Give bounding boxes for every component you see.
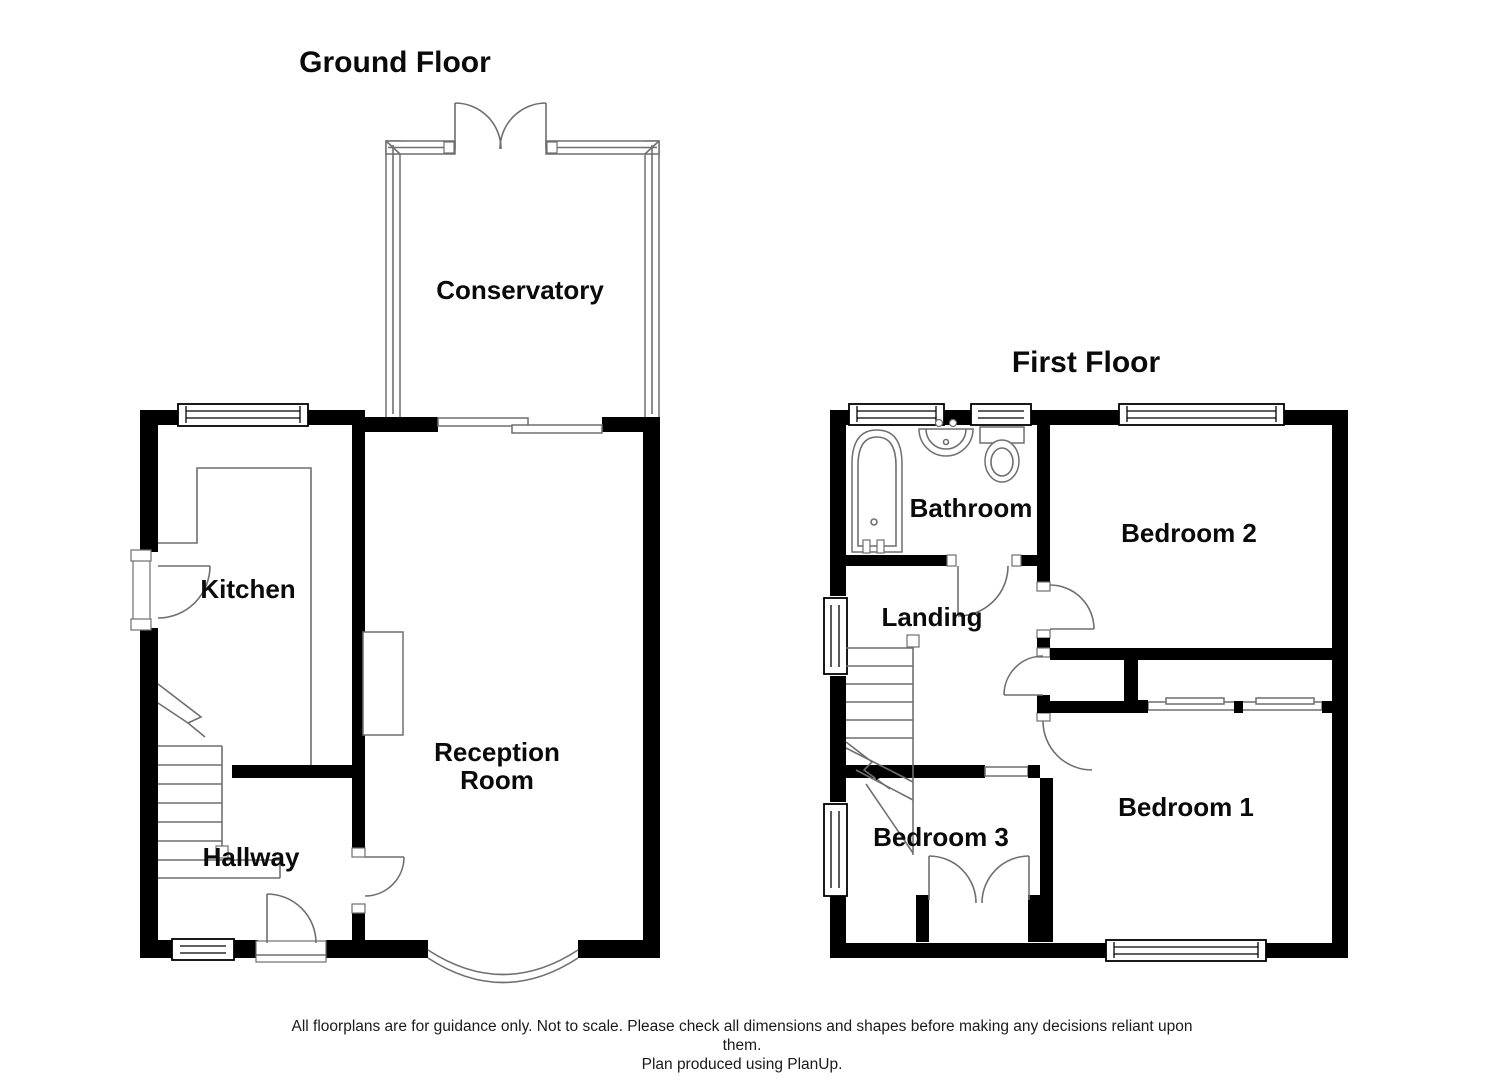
reception-door	[364, 856, 405, 897]
bay-window	[427, 949, 579, 984]
toilet-icon	[979, 426, 1025, 483]
wardrobe-front	[1138, 697, 1332, 713]
kitchen-side-door	[130, 549, 211, 631]
bath-icon	[851, 429, 903, 554]
kitchen-label: Kitchen	[200, 574, 295, 604]
bedroom2-label: Bedroom 2	[1121, 518, 1257, 548]
bedroom2-window	[1118, 403, 1285, 426]
footer-disclaimer: All floorplans are for guidance only. No…	[292, 1018, 1193, 1073]
bedroom1-window	[1105, 939, 1267, 962]
ground-floor-stairs	[157, 683, 281, 879]
disclaimer-line3: Plan produced using PlanUp.	[642, 1056, 843, 1073]
first-floor-plan: First Floor	[823, 346, 1348, 962]
sink-icon	[918, 418, 974, 457]
disclaimer-line2: them.	[723, 1037, 762, 1054]
bedroom1-label: Bedroom 1	[1118, 792, 1254, 822]
bedroom3-window	[823, 803, 848, 897]
bedroom3-door	[1042, 720, 1093, 771]
bathroom-window-1	[848, 403, 945, 426]
ground-floor-interior-walls	[232, 425, 366, 940]
first-floor-title: First Floor	[1012, 346, 1161, 379]
first-floor-stairs	[845, 634, 920, 855]
chimney-breast	[362, 631, 404, 736]
hallway-window	[171, 938, 235, 961]
front-door	[255, 893, 327, 963]
kitchen-counter	[158, 467, 312, 765]
landing-window	[823, 597, 848, 675]
first-floor-interior-walls	[845, 425, 1348, 942]
bathroom-window-2	[970, 403, 1032, 426]
ground-floor-exterior-walls	[140, 410, 660, 958]
patio-opening	[437, 417, 603, 434]
kitchen-window	[177, 403, 309, 427]
conservatory-label: Conservatory	[436, 275, 604, 305]
reception-room-label-line1: Reception	[434, 737, 560, 767]
bedroom3-label: Bedroom 3	[873, 822, 1009, 852]
bedroom1-door	[1003, 655, 1044, 696]
landing-label: Landing	[881, 602, 982, 632]
reception-room-label-line2: Room	[460, 765, 534, 795]
disclaimer-line1: All floorplans are for guidance only. No…	[292, 1018, 1193, 1035]
ground-floor-title: Ground Floor	[299, 46, 491, 79]
bedroom2-door	[1049, 584, 1095, 630]
closet-double-doors	[928, 855, 1030, 904]
first-floor-exterior-walls	[830, 410, 1348, 958]
conservatory-walls	[385, 140, 660, 419]
hallway-label: Hallway	[203, 842, 300, 872]
conservatory-double-doors	[454, 102, 547, 150]
bathroom-label: Bathroom	[910, 493, 1033, 523]
ground-floor-plan: Ground Floor	[130, 46, 660, 984]
bathroom-door	[957, 565, 1009, 617]
